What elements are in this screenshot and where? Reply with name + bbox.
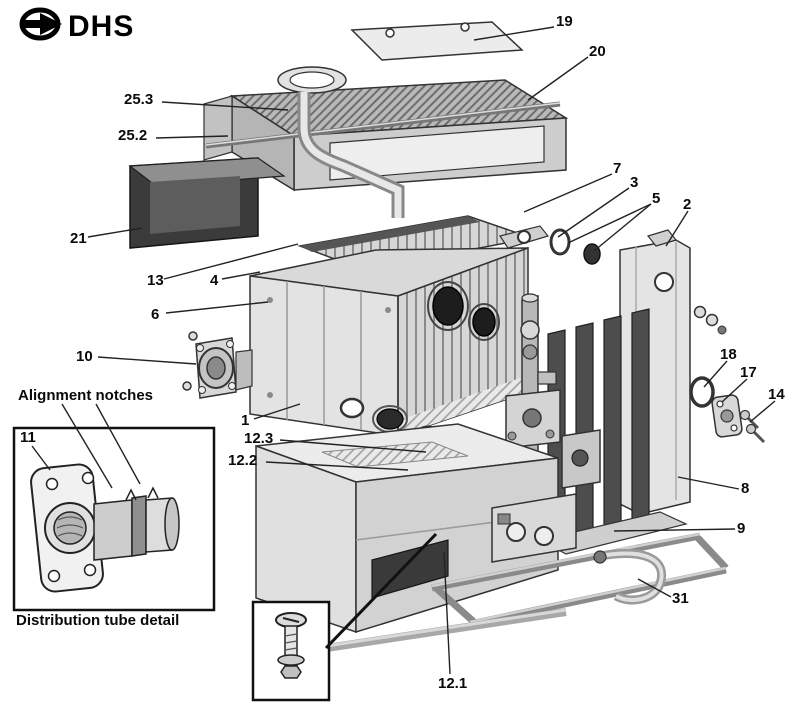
callout-5: 5 [652, 190, 661, 207]
water-ports [339, 397, 408, 433]
callout-9: 9 [737, 520, 746, 537]
duct-panel [128, 157, 286, 249]
heat-exchanger-block [249, 246, 529, 438]
callout-18: 18 [720, 346, 737, 363]
burner-control-unit [491, 493, 577, 563]
annotation-distribution-tube-detail: Distribution tube detail [16, 612, 180, 629]
leader-line [87, 227, 143, 238]
callout-7: 7 [613, 160, 622, 177]
callout-17: 17 [740, 364, 757, 381]
leader-line [155, 135, 229, 139]
leader-line [557, 187, 630, 238]
lower-casing [255, 423, 559, 634]
flue-collar [277, 66, 347, 94]
callout-20: 20 [589, 43, 606, 60]
callout-19: 19 [556, 13, 573, 30]
leader-line [593, 203, 652, 252]
leader-line [721, 378, 748, 403]
leader-line [443, 551, 451, 675]
leader-line [165, 301, 269, 314]
leader-line [665, 210, 689, 247]
leader-line [677, 476, 740, 490]
leader-line [253, 403, 301, 420]
leader-lines [31, 26, 776, 675]
callout-21: 21 [70, 230, 87, 247]
leader-line [703, 360, 728, 388]
leader-line [161, 101, 289, 111]
screw-detail-inset [251, 532, 438, 702]
callout-3: 3 [630, 174, 639, 191]
leader-line [95, 403, 141, 485]
leader-line [31, 445, 51, 471]
leader-line [523, 173, 613, 213]
callout-10: 10 [76, 348, 93, 365]
leader-line [749, 400, 776, 423]
alignment-notch [125, 488, 137, 501]
dhs-logo-text: DHS [68, 10, 134, 43]
callout-31: 31 [672, 590, 689, 607]
outlet-flange-set [689, 376, 766, 444]
callout-12.3: 12.3 [244, 430, 274, 447]
lifting-bracket [499, 225, 550, 249]
callout-12.1: 12.1 [438, 675, 468, 692]
callout-25.2: 25.2 [118, 127, 148, 144]
leader-line [637, 578, 672, 598]
callout-4: 4 [210, 272, 219, 289]
callout-8: 8 [741, 480, 750, 497]
callout-1: 1 [241, 412, 250, 429]
leader-line [613, 528, 736, 532]
return-pipe [593, 549, 667, 605]
leader-line [163, 243, 299, 280]
callout-6: 6 [151, 306, 160, 323]
leader-line [527, 56, 589, 101]
burner-flange [182, 331, 253, 399]
support-rod [205, 101, 561, 149]
distribution-tube-inset [12, 426, 216, 612]
leader-line [221, 271, 261, 280]
leader-line [61, 403, 113, 489]
leader-line [279, 439, 427, 453]
callout-11: 11 [20, 429, 36, 446]
callout-25.3: 25.3 [124, 91, 154, 108]
leader-line [567, 203, 652, 244]
flue-ports [427, 281, 500, 341]
callout-12.2: 12.2 [228, 452, 258, 469]
base-frame [299, 532, 729, 656]
leader-line [97, 356, 197, 365]
gas-valve [505, 389, 601, 489]
inset-pointer-line [324, 532, 438, 650]
dhs-logo: DHS [19, 7, 134, 43]
callout-13: 13 [147, 272, 164, 289]
callout-2: 2 [683, 196, 692, 213]
flue-pipe [297, 92, 405, 218]
leader-line [473, 26, 555, 41]
top-cover-panel [350, 21, 524, 61]
alignment-notch [147, 486, 159, 499]
leader-line [265, 461, 409, 471]
callout-14: 14 [768, 386, 785, 403]
annotation-alignment-notches: Alignment notches [18, 387, 154, 404]
